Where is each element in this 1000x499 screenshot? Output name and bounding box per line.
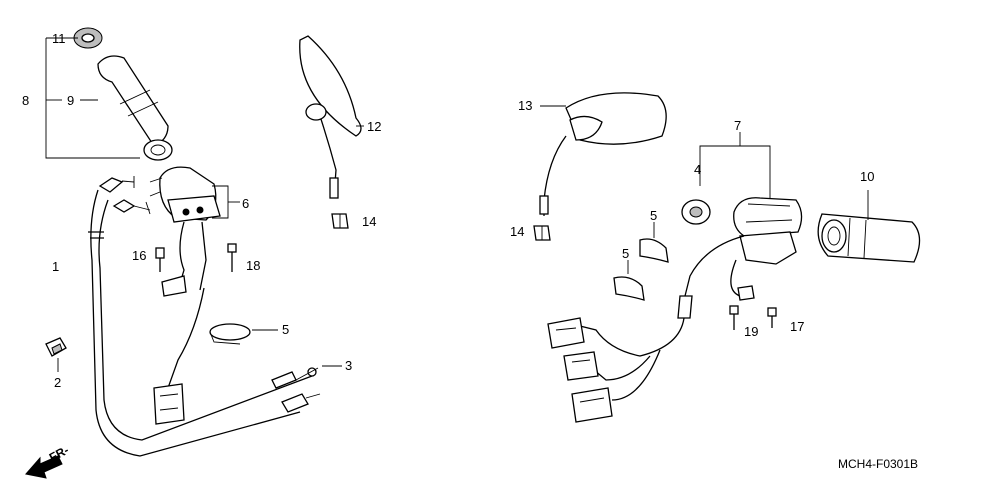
wire-band	[209, 323, 251, 345]
mirror-left	[299, 35, 362, 199]
callout-7: 7	[734, 118, 741, 133]
callout-3: 3	[345, 358, 352, 373]
callout-14-right: 14	[510, 224, 524, 239]
callout-13: 13	[518, 98, 532, 113]
throttle-grip	[97, 55, 173, 161]
cable-clip	[45, 337, 67, 357]
callout-5-lower-right: 5	[622, 246, 629, 261]
switch-housing-right	[733, 197, 803, 265]
callout-10: 10	[860, 169, 874, 184]
screw-18	[227, 243, 237, 272]
callout-2: 2	[54, 375, 61, 390]
figure-code: MCH4-F0301B	[838, 457, 918, 471]
screw-19	[729, 305, 739, 330]
screw-17	[767, 307, 777, 328]
callout-19: 19	[744, 324, 758, 339]
adapter-14-left	[331, 213, 349, 229]
callout-5-left: 5	[282, 322, 289, 337]
callout-1: 1	[52, 259, 59, 274]
callout-bracket-8	[45, 37, 140, 159]
callout-8: 8	[22, 93, 29, 108]
mirror-right	[539, 92, 667, 216]
callout-14-left: 14	[362, 214, 376, 229]
front-direction-arrow	[25, 455, 63, 479]
throttle-cables	[88, 176, 313, 457]
wire-clamp-upper	[639, 238, 669, 263]
callout-5-upper-right: 5	[650, 208, 657, 223]
callout-16: 16	[132, 248, 146, 263]
switch-harness-left	[153, 221, 207, 425]
callout-9: 9	[67, 93, 74, 108]
cable-end	[271, 367, 321, 413]
bar-end-cap	[73, 27, 103, 49]
callout-6: 6	[242, 196, 249, 211]
callout-bracket-7	[699, 132, 771, 200]
wire-clamp-lower	[613, 276, 645, 301]
callout-17: 17	[790, 319, 804, 334]
switch-housing-left	[149, 166, 221, 223]
screw-16	[155, 247, 165, 272]
callout-12: 12	[367, 119, 381, 134]
callout-4: 4	[694, 162, 701, 177]
switch-harness-right	[547, 235, 755, 423]
callout-18: 18	[246, 258, 260, 273]
adapter-14-right	[533, 225, 551, 241]
callout-11: 11	[52, 31, 66, 46]
grommet	[681, 199, 711, 225]
left-grip	[817, 213, 921, 263]
